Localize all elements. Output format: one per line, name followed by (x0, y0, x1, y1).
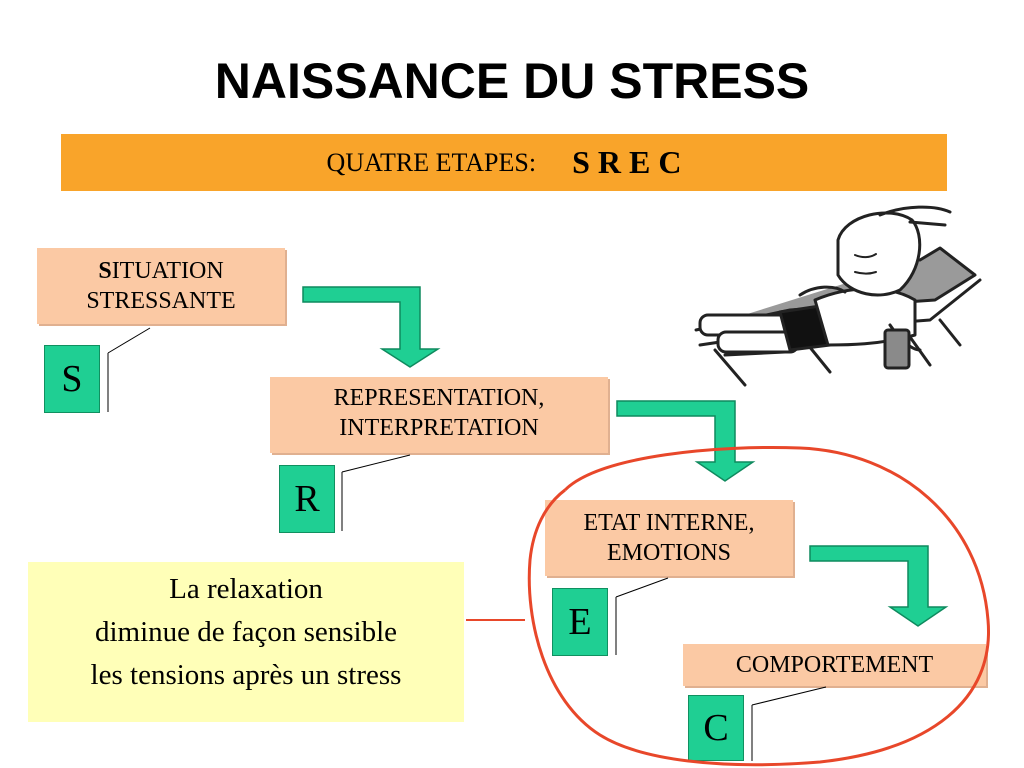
banner-text: QUATRE ETAPES: (326, 147, 537, 177)
step-representation-line2: INTERPRETATION (339, 415, 539, 441)
step-emotions-box: ETAT INTERNE, EMOTIONS (545, 500, 793, 576)
flow-arrow-2 (616, 400, 756, 482)
step-situation-box: SITUATION STRESSANTE (37, 248, 285, 324)
letter-s-box: S (44, 345, 100, 413)
note-line1: La relaxation (169, 573, 323, 605)
note-line2: diminue de façon sensible (95, 616, 397, 648)
relaxation-note: La relaxation diminue de façon sensible … (28, 562, 464, 722)
note-line3: les tensions après un stress (90, 659, 402, 691)
step-representation-line1: REPRESENTATION, (333, 385, 545, 411)
step-situation-first-letter: S (98, 258, 112, 284)
flow-arrow-3 (809, 545, 949, 627)
step-comportement-box: COMPORTEMENT (683, 644, 986, 686)
step-situation-line1: SITUATION (37, 256, 285, 286)
steps-banner: QUATRE ETAPES: S R E C (61, 134, 947, 191)
step-emotions-line1: ETAT INTERNE, (583, 510, 755, 536)
banner-letters: S R E C (572, 144, 682, 180)
letter-r-box: R (279, 465, 335, 533)
slide-title: NAISSANCE DU STRESS (214, 53, 810, 109)
step-comportement-line1: COMPORTEMENT (735, 652, 934, 678)
letter-e-box: E (552, 588, 608, 656)
step-emotions-line2: EMOTIONS (607, 540, 731, 566)
step-representation-box: REPRESENTATION, INTERPRETATION (270, 377, 608, 453)
step-situation-line2: STRESSANTE (86, 288, 236, 314)
step-situation-rest: ITUATION (111, 258, 224, 284)
person-relaxing-on-deckchair-icon (694, 205, 982, 387)
letter-c-box: C (688, 695, 744, 761)
flow-arrow-1 (302, 286, 441, 368)
